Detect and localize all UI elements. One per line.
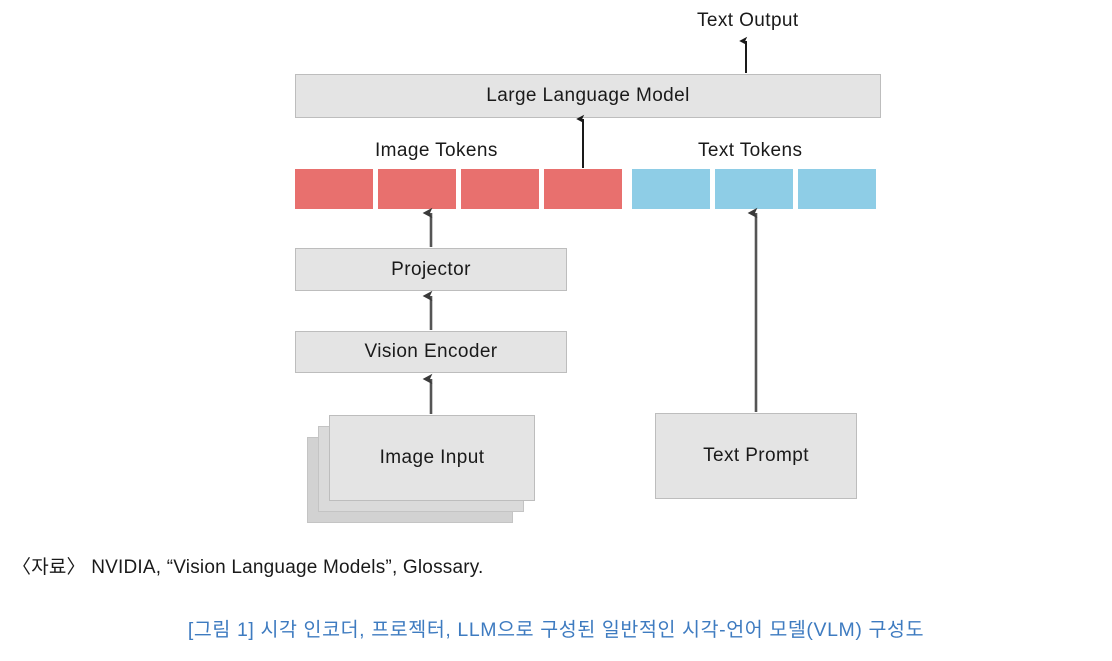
image-tokens-label: Image Tokens	[375, 140, 498, 161]
text-output-label: Text Output	[697, 10, 799, 31]
text-prompt-box: Text Prompt	[655, 413, 857, 499]
figure-caption: [그림 1] 시각 인코더, 프로젝터, LLM으로 구성된 일반적인 시각-언…	[187, 619, 925, 641]
source-note: 〈자료〉 NVIDIA, “Vision Language Models”, G…	[12, 557, 484, 578]
image-token-4	[544, 169, 622, 209]
text-token-1	[632, 169, 710, 209]
image-token-2	[378, 169, 456, 209]
text-tokens-label: Text Tokens	[698, 140, 803, 161]
vlm-architecture-diagram: Text Output Large Language Model Image T…	[295, 10, 881, 523]
image-token-3	[461, 169, 539, 209]
vision-encoder-box: Vision Encoder	[295, 331, 567, 373]
image-token-1	[295, 169, 373, 209]
image-input-box: Image Input	[329, 415, 535, 501]
large-language-model-box: Large Language Model	[295, 74, 881, 118]
projector-box: Projector	[295, 248, 567, 291]
text-token-2	[715, 169, 793, 209]
text-token-3	[798, 169, 876, 209]
